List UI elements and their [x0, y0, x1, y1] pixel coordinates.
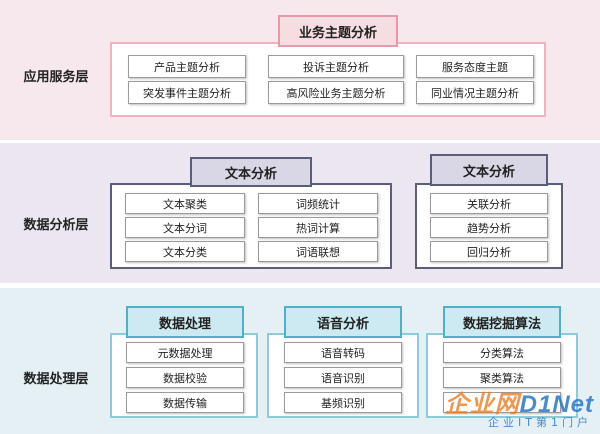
analysis-item-text-classification: 文本分类 — [125, 241, 245, 262]
analysis-item-association: 关联分析 — [430, 193, 548, 214]
topic-item-complaint: 投诉主题分析 — [268, 55, 404, 78]
data-mining-title: 数据挖掘算法 — [443, 306, 561, 338]
analysis-item-word-association: 词语联想 — [258, 241, 378, 262]
processing-item-pitch-recognition: 基频识别 — [284, 392, 402, 413]
processing-item-validation: 数据校验 — [126, 367, 244, 388]
analysis-item-hot-words: 热词计算 — [258, 217, 378, 238]
analysis-item-regression: 回归分析 — [430, 241, 548, 262]
processing-item-transcoding: 语音转码 — [284, 342, 402, 363]
data-processing-title: 数据处理 — [126, 306, 244, 338]
topic-item-high-risk: 高风险业务主题分析 — [268, 81, 404, 104]
business-topic-title: 业务主题分析 — [278, 15, 398, 47]
speech-analysis-title: 语音分析 — [284, 306, 402, 338]
processing-item-transfer: 数据传输 — [126, 392, 244, 413]
statistical-analysis-title: 文本分析 — [430, 154, 548, 186]
topic-item-peer: 同业情况主题分析 — [416, 81, 534, 104]
analysis-layer-label: 数据分析层 — [23, 218, 89, 233]
topic-item-service-attitude: 服务态度主题 — [416, 55, 534, 78]
analysis-item-word-frequency: 词频统计 — [258, 193, 378, 214]
processing-item-classification-algorithm: 分类算法 — [443, 342, 561, 363]
text-analysis-title: 文本分析 — [190, 157, 312, 187]
application-layer-label: 应用服务层 — [23, 70, 89, 85]
processing-item-hidden — [443, 392, 561, 413]
business-topic-group — [110, 42, 546, 117]
processing-item-speech-recognition: 语音识别 — [284, 367, 402, 388]
topic-item-emergency: 突发事件主题分析 — [128, 81, 246, 104]
processing-item-metadata: 元数据处理 — [126, 342, 244, 363]
processing-layer-label: 数据处理层 — [23, 372, 89, 387]
processing-item-clustering-algorithm: 聚类算法 — [443, 367, 561, 388]
analysis-item-trend: 趋势分析 — [430, 217, 548, 238]
analysis-item-text-clustering: 文本聚类 — [125, 193, 245, 214]
topic-item-product: 产品主题分析 — [128, 55, 246, 78]
analysis-item-text-segmentation: 文本分词 — [125, 217, 245, 238]
